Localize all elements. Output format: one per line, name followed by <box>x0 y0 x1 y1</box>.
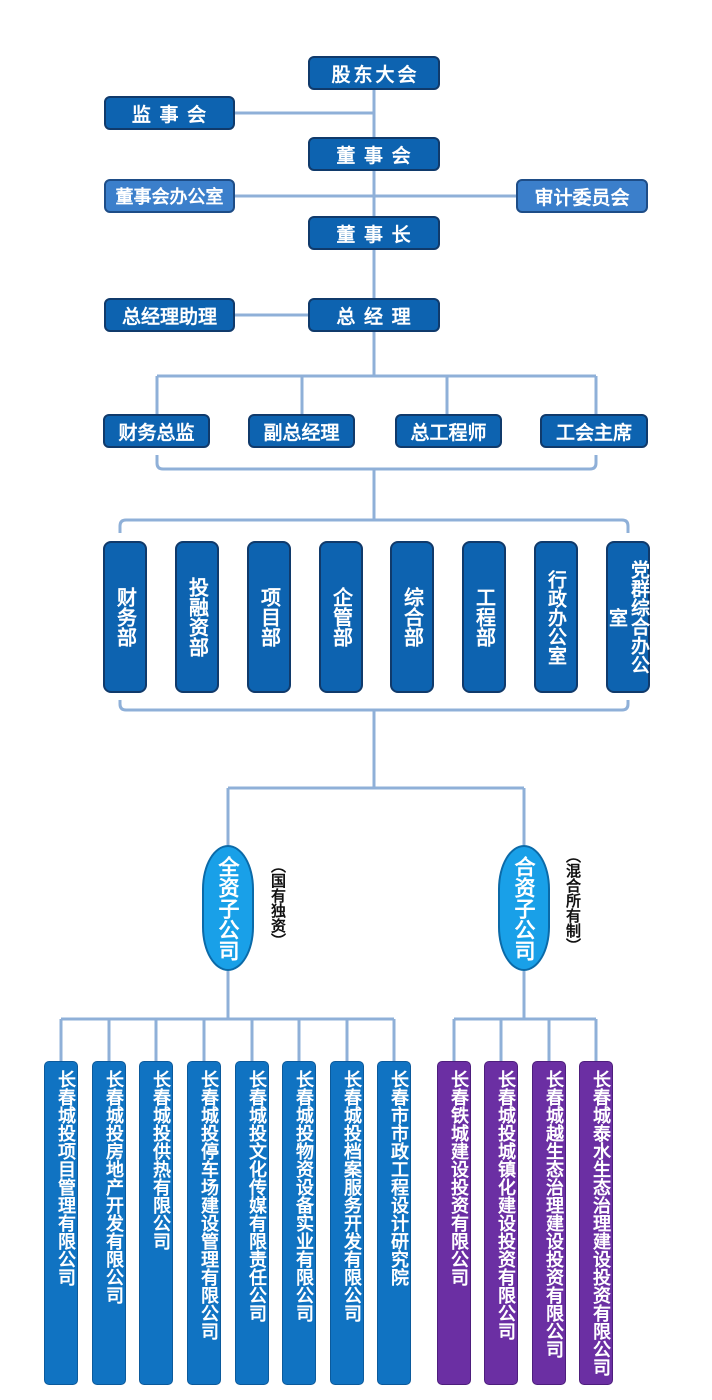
company-chengyue-ecology[interactable]: 长春城越生态治理建设投资有限公司 <box>532 1061 566 1385</box>
company-materials-equipment[interactable]: 长春城投物资设备实业有限公司 <box>282 1061 316 1385</box>
department-project[interactable]: 项目部 <box>247 541 291 693</box>
general-manager-box[interactable]: 总 经 理 <box>308 298 440 332</box>
company-real-estate[interactable]: 长春城投房地产开发有限公司 <box>92 1061 126 1385</box>
company-urbanization-construction[interactable]: 长春城投城镇化建设投资有限公司 <box>484 1061 518 1385</box>
executive-union-chair-box[interactable]: 工会主席 <box>540 414 648 448</box>
wholly-owned-subsidiaries-oval[interactable]: 全资子公司 <box>202 845 254 971</box>
company-tiecheng-construction[interactable]: 长春铁城建设投资有限公司 <box>437 1061 471 1385</box>
audit-committee-box[interactable]: 审计委员会 <box>516 179 648 213</box>
department-finance[interactable]: 财务部 <box>103 541 147 693</box>
company-heating[interactable]: 长春城投供热有限公司 <box>139 1061 173 1385</box>
executive-cfo-box[interactable]: 财务总监 <box>103 414 210 448</box>
company-municipal-design-institute[interactable]: 长春市市政工程设计研究院 <box>377 1061 411 1385</box>
company-culture-media[interactable]: 长春城投文化传媒有限责任公司 <box>235 1061 269 1385</box>
gm-assistant-box[interactable]: 总经理助理 <box>104 298 235 332</box>
department-general-affairs[interactable]: 综合部 <box>390 541 434 693</box>
executive-chief-engineer-box[interactable]: 总工程师 <box>395 414 502 448</box>
department-party-mass-office[interactable]: 党群综合办公室 <box>606 541 650 693</box>
company-project-management[interactable]: 长春城投项目管理有限公司 <box>44 1061 78 1385</box>
executive-deputy-gm-box[interactable]: 副总经理 <box>248 414 355 448</box>
chairman-box[interactable]: 董 事 长 <box>308 216 440 250</box>
department-engineering[interactable]: 工程部 <box>462 541 506 693</box>
company-archive-services[interactable]: 长春城投档案服务开发有限公司 <box>330 1061 364 1385</box>
mixed-ownership-note: （混合所有制） <box>564 848 582 953</box>
department-investment-financing[interactable]: 投融资部 <box>175 541 219 693</box>
company-parking[interactable]: 长春城投停车场建设管理有限公司 <box>187 1061 221 1385</box>
supervisory-board-box[interactable]: 监 事 会 <box>104 96 235 130</box>
wholly-owned-note: （国有独资） <box>269 858 287 948</box>
department-administrative-office[interactable]: 行政办公室 <box>534 541 578 693</box>
department-enterprise-management[interactable]: 企管部 <box>319 541 363 693</box>
mixed-subsidiaries-oval[interactable]: 合资子公司 <box>498 845 550 971</box>
board-office-box[interactable]: 董事会办公室 <box>104 179 235 213</box>
shareholders-meeting-box[interactable]: 股东大会 <box>308 56 440 90</box>
board-of-directors-box[interactable]: 董 事 会 <box>308 137 440 171</box>
company-chengtai-water-ecology[interactable]: 长春城泰水生态治理建设投资有限公司 <box>579 1061 613 1385</box>
